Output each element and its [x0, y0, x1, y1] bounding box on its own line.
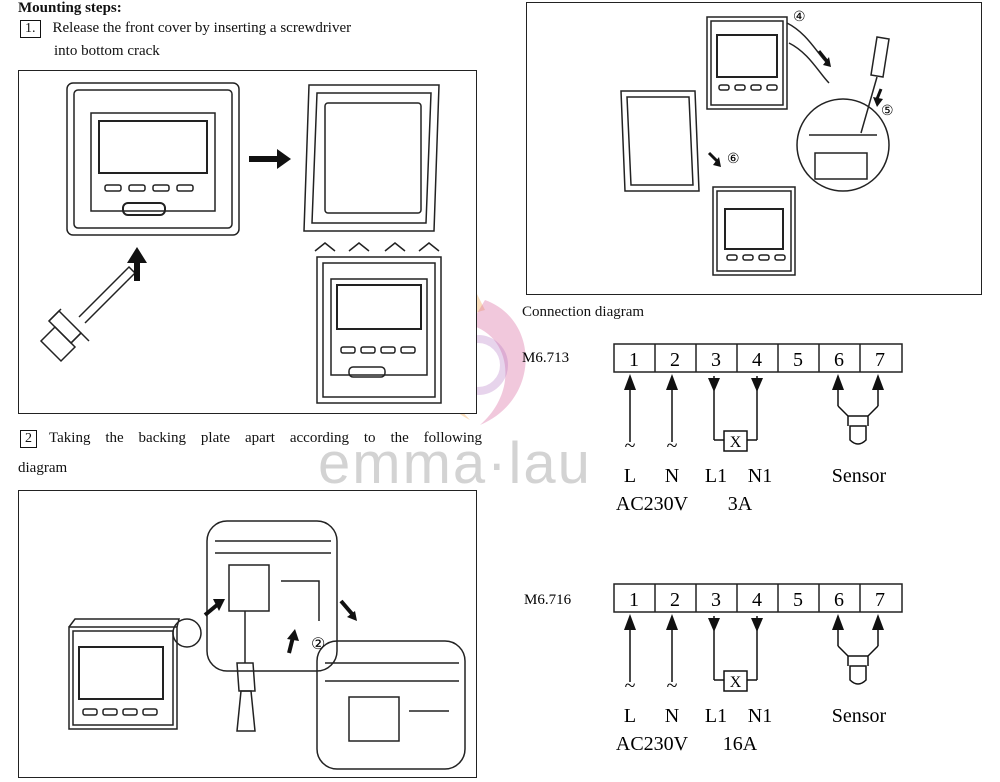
connection-diagram-m6716: M6.716 1 2 3 4 5 6 7 X ~ ~ L N L1 N1 Sen… — [524, 583, 903, 755]
label-sensor: Sensor — [832, 705, 887, 727]
backing-plate-illustration: ② — [68, 520, 466, 770]
mounting-steps-heading: Mounting steps: — [18, 0, 122, 16]
ac-symbol-n: ~ — [667, 435, 678, 457]
terminal-1: 1 — [629, 349, 639, 371]
callout-5: ⑤ — [881, 104, 894, 119]
label-n: N — [665, 465, 679, 487]
terminal-2: 2 — [670, 589, 680, 611]
terminal-3: 3 — [711, 589, 721, 611]
terminal-7: 7 — [875, 349, 885, 371]
step-1-number: 1. — [20, 20, 41, 38]
terminal-5: 5 — [793, 589, 803, 611]
model-label: M6.713 — [522, 350, 569, 366]
step-2-number: 2 — [20, 430, 37, 448]
terminal-4: 4 — [752, 589, 762, 611]
step-1-line1: Release the front cover by inserting a s… — [52, 20, 352, 36]
callout-6: ⑥ — [727, 152, 740, 167]
relay-x: X — [730, 434, 742, 451]
terminal-block — [613, 583, 903, 613]
connection-diagram-m6713: M6.713 1 2 3 4 5 6 7 X ~ ~ L N L1 N1 — [522, 343, 903, 515]
terminal-3: 3 — [711, 349, 721, 371]
label-n: N — [665, 705, 679, 727]
terminal-1: 1 — [629, 589, 639, 611]
connection-diagram-title: Connection diagram — [522, 304, 645, 320]
watermark-text: emma·lau — [318, 431, 592, 496]
step-1-line2: into bottom crack — [54, 43, 160, 59]
label-current: 16A — [723, 733, 758, 755]
step-1-text: 1. Release the front cover by inserting a… — [20, 20, 351, 38]
terminal-4: 4 — [752, 349, 762, 371]
ac-symbol-l: ~ — [625, 675, 636, 697]
label-voltage: AC230V — [616, 493, 689, 515]
terminal-6: 6 — [834, 589, 844, 611]
label-l: L — [624, 465, 636, 487]
panel-backing-plate: ② — [18, 490, 477, 778]
relay-x: X — [730, 674, 742, 691]
label-n1: N1 — [748, 465, 772, 487]
step-2-line1: Taking the backing plate apart according… — [49, 430, 482, 446]
panel-front-cover-removal — [18, 70, 477, 414]
callout-2: ② — [311, 636, 325, 653]
step-2-text: 2 Taking the backing plate apart accordin… — [20, 430, 482, 448]
relay-box — [723, 430, 748, 452]
model-label: M6.716 — [524, 592, 572, 608]
terminal-2: 2 — [670, 349, 680, 371]
front-cover-removal-illustration — [39, 82, 442, 404]
label-n1: N1 — [748, 705, 772, 727]
panel-remove-module: ④ ⑤ ⑥ — [526, 2, 982, 295]
terminal-6: 6 — [834, 349, 844, 371]
terminal-block — [613, 343, 903, 373]
remove-module-illustration: ④ ⑤ ⑥ — [620, 10, 894, 276]
label-current: 3A — [728, 493, 753, 515]
ac-symbol-n: ~ — [667, 675, 678, 697]
label-sensor: Sensor — [832, 465, 887, 487]
callout-4: ④ — [793, 10, 806, 25]
label-l1: L1 — [705, 705, 727, 727]
terminal-7: 7 — [875, 589, 885, 611]
terminal-5: 5 — [793, 349, 803, 371]
label-voltage: AC230V — [616, 733, 689, 755]
step-2-line2: diagram — [18, 460, 68, 476]
relay-box — [723, 670, 748, 692]
label-l: L — [624, 705, 636, 727]
ac-symbol-l: ~ — [625, 435, 636, 457]
label-l1: L1 — [705, 465, 727, 487]
